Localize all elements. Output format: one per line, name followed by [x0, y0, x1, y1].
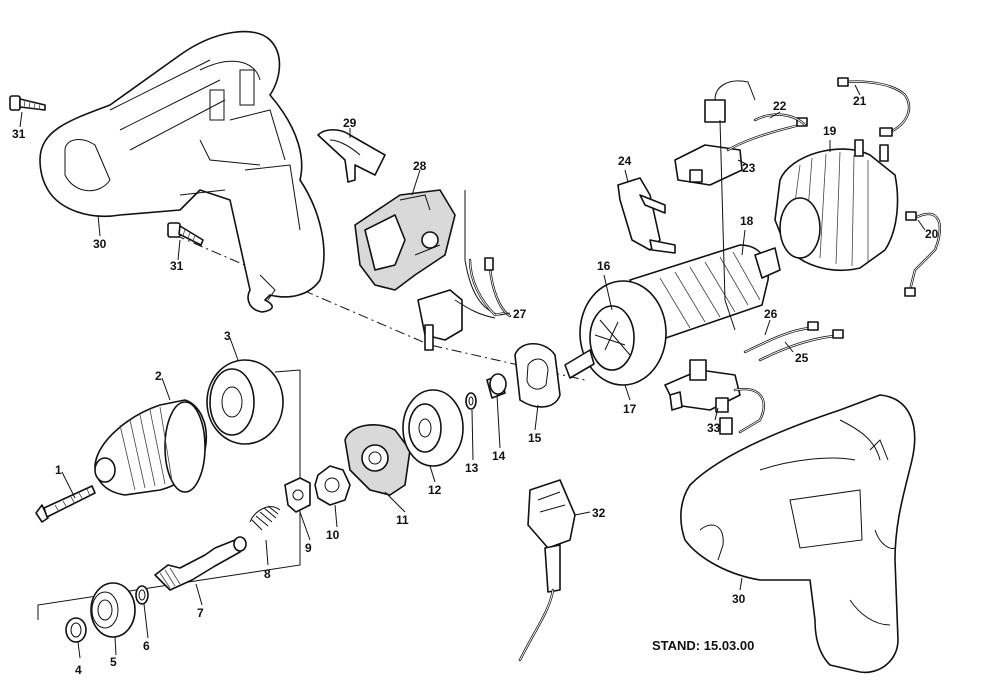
part-number-11: 11: [396, 513, 409, 527]
connection-leads: [743, 321, 844, 362]
part-number-3: 3: [224, 329, 231, 343]
chuck-sleeve-ring: [206, 359, 284, 445]
armature: [564, 244, 781, 386]
screw-mid: [167, 222, 204, 246]
part-number-16: 16: [597, 259, 611, 273]
field-stator: [774, 139, 899, 272]
brush-holder-lower: [664, 359, 765, 435]
clutch-plate: [284, 477, 311, 513]
part-number-31-mid: 31: [170, 259, 184, 273]
switch-module: [354, 189, 501, 316]
power-cable-sleeve: [518, 479, 576, 662]
ball-bearing: [90, 582, 136, 638]
gear-cover-plate: [344, 424, 411, 496]
part-number-6: 6: [143, 639, 150, 653]
ring-gear: [402, 389, 464, 467]
housing-half-left: [39, 30, 325, 313]
part-number-15: 15: [528, 431, 542, 445]
stator-leads: [753, 77, 942, 297]
part-number-12: 12: [428, 483, 442, 497]
brush-spring-bracket: [617, 177, 676, 254]
part-number-8: 8: [264, 567, 271, 581]
part-number-4: 4: [75, 663, 82, 677]
part-number-9: 9: [305, 541, 312, 555]
compression-spring: [249, 505, 281, 531]
part-labels: 31 30 31 29 28 27 3 2 1 4 5 6 7 8 9 10 1…: [12, 94, 939, 677]
bearing-bush: [486, 373, 507, 399]
drive-spindle: [154, 536, 247, 591]
housing-assembled: [680, 394, 916, 674]
part-number-29: 29: [343, 116, 357, 130]
part-number-17: 17: [623, 402, 637, 416]
part-number-32: 32: [592, 506, 606, 520]
retaining-ring: [65, 617, 87, 643]
planet-carrier: [314, 465, 351, 506]
part-number-24: 24: [618, 154, 632, 168]
stand-date-label: STAND: 15.03.00: [652, 638, 755, 653]
interference-suppressor: [417, 257, 512, 351]
part-number-2: 2: [155, 369, 162, 383]
part-number-13: 13: [465, 461, 479, 475]
part-number-25: 25: [795, 351, 809, 365]
part-number-23: 23: [742, 161, 756, 175]
part-number-26: 26: [764, 307, 778, 321]
part-number-28: 28: [413, 159, 427, 173]
part-number-10: 10: [326, 528, 340, 542]
part-number-14: 14: [492, 449, 506, 463]
part-number-18: 18: [740, 214, 754, 228]
trigger-cap: [317, 128, 386, 183]
leader-lines: [19, 84, 926, 659]
part-number-1: 1: [55, 463, 62, 477]
part-number-19: 19: [823, 124, 837, 138]
part-number-27: 27: [513, 307, 527, 321]
keyless-chuck: [94, 399, 207, 496]
spacer-washer: [135, 585, 149, 605]
part-number-30-top: 30: [93, 237, 107, 251]
thrust-washer: [465, 392, 477, 410]
part-number-7: 7: [197, 606, 204, 620]
brush-holder-upper: [674, 80, 808, 186]
chuck-screw: [35, 485, 96, 523]
part-number-5: 5: [110, 655, 117, 669]
part-number-31-top: 31: [12, 127, 26, 141]
screw-top: [9, 95, 46, 111]
part-number-21: 21: [853, 94, 867, 108]
bearing-plate: [514, 342, 561, 408]
part-number-20: 20: [925, 227, 939, 241]
part-number-22: 22: [773, 99, 787, 113]
part-number-30-bottom: 30: [732, 592, 746, 606]
part-number-33: 33: [707, 421, 721, 435]
